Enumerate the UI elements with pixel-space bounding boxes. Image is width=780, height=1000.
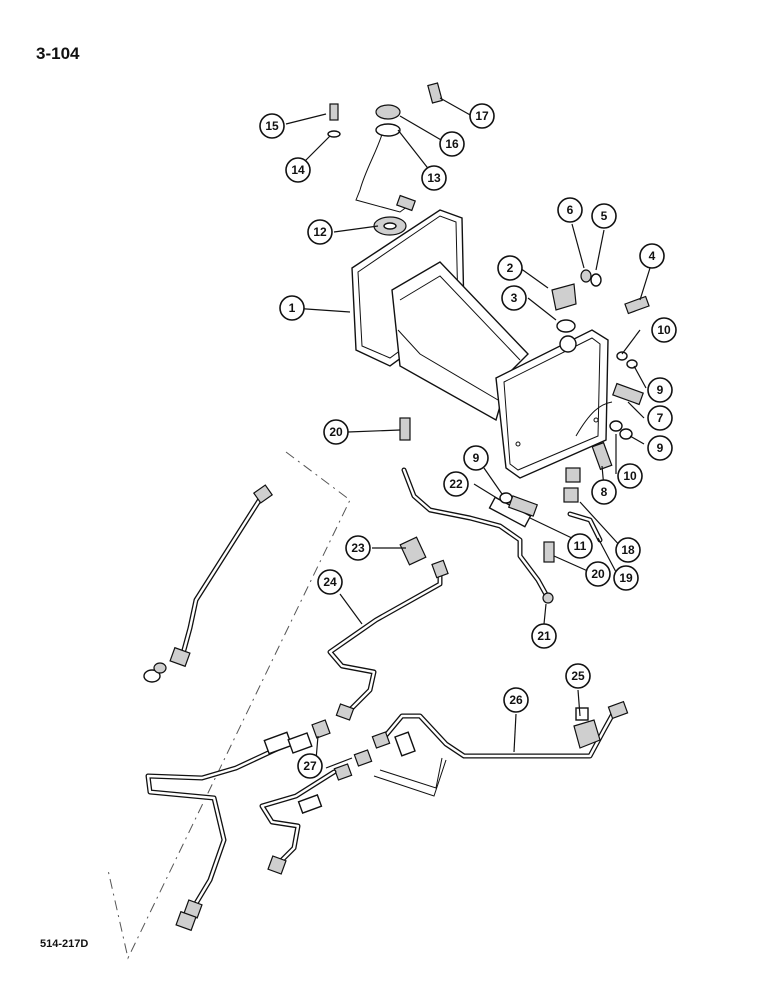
callout-14: 14 [285, 157, 311, 183]
svg-text:9: 9 [657, 441, 664, 455]
callout-3: 3 [501, 285, 527, 311]
callout-9-b: 9 [647, 435, 673, 461]
screw-part-17 [427, 82, 443, 104]
svg-text:9: 9 [657, 383, 664, 397]
svg-text:16: 16 [445, 137, 459, 151]
leader-lines [285, 97, 651, 769]
plug-part-18b [563, 487, 579, 503]
bolt-part-15 [329, 103, 339, 121]
svg-text:3: 3 [511, 291, 518, 305]
callout-12: 12 [307, 219, 333, 245]
svg-text:23: 23 [351, 541, 365, 555]
callout-7: 7 [647, 405, 673, 431]
callout-22: 22 [443, 471, 469, 497]
callout-10-b: 10 [617, 463, 643, 489]
callout-18: 18 [615, 537, 641, 563]
callout-10-a: 10 [651, 317, 677, 343]
bolt-part-8 [591, 441, 613, 471]
callout-15: 15 [259, 113, 285, 139]
fitting-part-20a [399, 417, 411, 441]
svg-text:12: 12 [313, 225, 327, 239]
svg-text:19: 19 [619, 571, 633, 585]
filler-cap-part-2 [551, 283, 577, 311]
svg-text:21: 21 [537, 629, 551, 643]
svg-text:11: 11 [574, 539, 587, 553]
svg-text:10: 10 [623, 469, 637, 483]
callout-23: 23 [345, 535, 371, 561]
drawing-code: 514-217D [40, 938, 89, 950]
callout-5: 5 [591, 203, 617, 229]
sender-unit [327, 82, 443, 236]
tank-hardware [551, 269, 650, 471]
fitting-part-20b [543, 541, 555, 563]
fuel-line-part-24 [327, 559, 449, 721]
washer-part-10a [616, 351, 628, 361]
banjo-part-11 [507, 495, 539, 517]
svg-text:25: 25 [571, 669, 585, 683]
callout-16: 16 [439, 131, 465, 157]
nut-part-6 [580, 269, 592, 283]
svg-text:20: 20 [591, 567, 605, 581]
svg-text:18: 18 [621, 543, 635, 557]
svg-text:5: 5 [601, 209, 608, 223]
callouts: 1 2 3 4 5 6 7 8 9 9 9 10 10 11 12 13 14 … [259, 103, 677, 779]
svg-text:8: 8 [601, 485, 608, 499]
svg-text:9: 9 [473, 451, 480, 465]
callout-8: 8 [591, 479, 617, 505]
seal-part-3 [556, 319, 576, 333]
fitting-part-21 [542, 592, 554, 604]
svg-text:14: 14 [291, 163, 305, 177]
callout-24: 24 [317, 569, 343, 595]
callout-6: 6 [557, 197, 583, 223]
bolt-part-7 [612, 382, 644, 406]
svg-text:22: 22 [449, 477, 463, 491]
plug-part-18a [565, 467, 581, 483]
bolt-part-4 [624, 295, 650, 315]
svg-text:2: 2 [507, 261, 514, 275]
callout-1: 1 [279, 295, 305, 321]
svg-text:15: 15 [265, 119, 279, 133]
callout-2: 2 [497, 255, 523, 281]
left-pipe-assembly [143, 484, 299, 932]
callout-19: 19 [613, 565, 639, 591]
fittings-part-27 [259, 719, 373, 875]
svg-text:24: 24 [323, 575, 337, 589]
washer-part-14 [327, 130, 341, 138]
fitting-part-25 [573, 707, 601, 749]
svg-text:26: 26 [509, 693, 523, 707]
svg-text:1: 1 [289, 301, 296, 315]
cap-part-16 [375, 104, 401, 120]
callout-9-c: 9 [463, 445, 489, 471]
callout-25: 25 [565, 663, 591, 689]
washer-part-9a [626, 359, 638, 369]
svg-text:6: 6 [567, 203, 574, 217]
svg-text:7: 7 [657, 411, 664, 425]
callout-20-a: 20 [323, 419, 349, 445]
fuel-tank [351, 209, 609, 479]
washer-part-5 [590, 273, 602, 287]
svg-text:17: 17 [475, 109, 489, 123]
callout-21: 21 [531, 623, 557, 649]
fuel-line-part-26 [371, 700, 629, 797]
callout-20-b: 20 [585, 561, 611, 587]
callout-13: 13 [421, 165, 447, 191]
outlet-fittings [399, 417, 603, 604]
washer-part-9b [619, 428, 633, 440]
svg-text:10: 10 [657, 323, 671, 337]
dashed-assembly-outline [107, 451, 351, 960]
callout-4: 4 [639, 243, 665, 269]
svg-text:4: 4 [649, 249, 656, 263]
callout-17: 17 [469, 103, 495, 129]
callout-9-a: 9 [647, 377, 673, 403]
svg-text:27: 27 [303, 759, 317, 773]
page-number: 3-104 [36, 44, 80, 63]
svg-text:20: 20 [329, 425, 343, 439]
svg-text:13: 13 [427, 171, 441, 185]
tee-fitting-part-23 [399, 536, 427, 566]
washer-part-10b [609, 420, 623, 432]
callout-26: 26 [503, 687, 529, 713]
callout-11: 11 [567, 533, 593, 559]
callout-27: 27 [297, 753, 323, 779]
